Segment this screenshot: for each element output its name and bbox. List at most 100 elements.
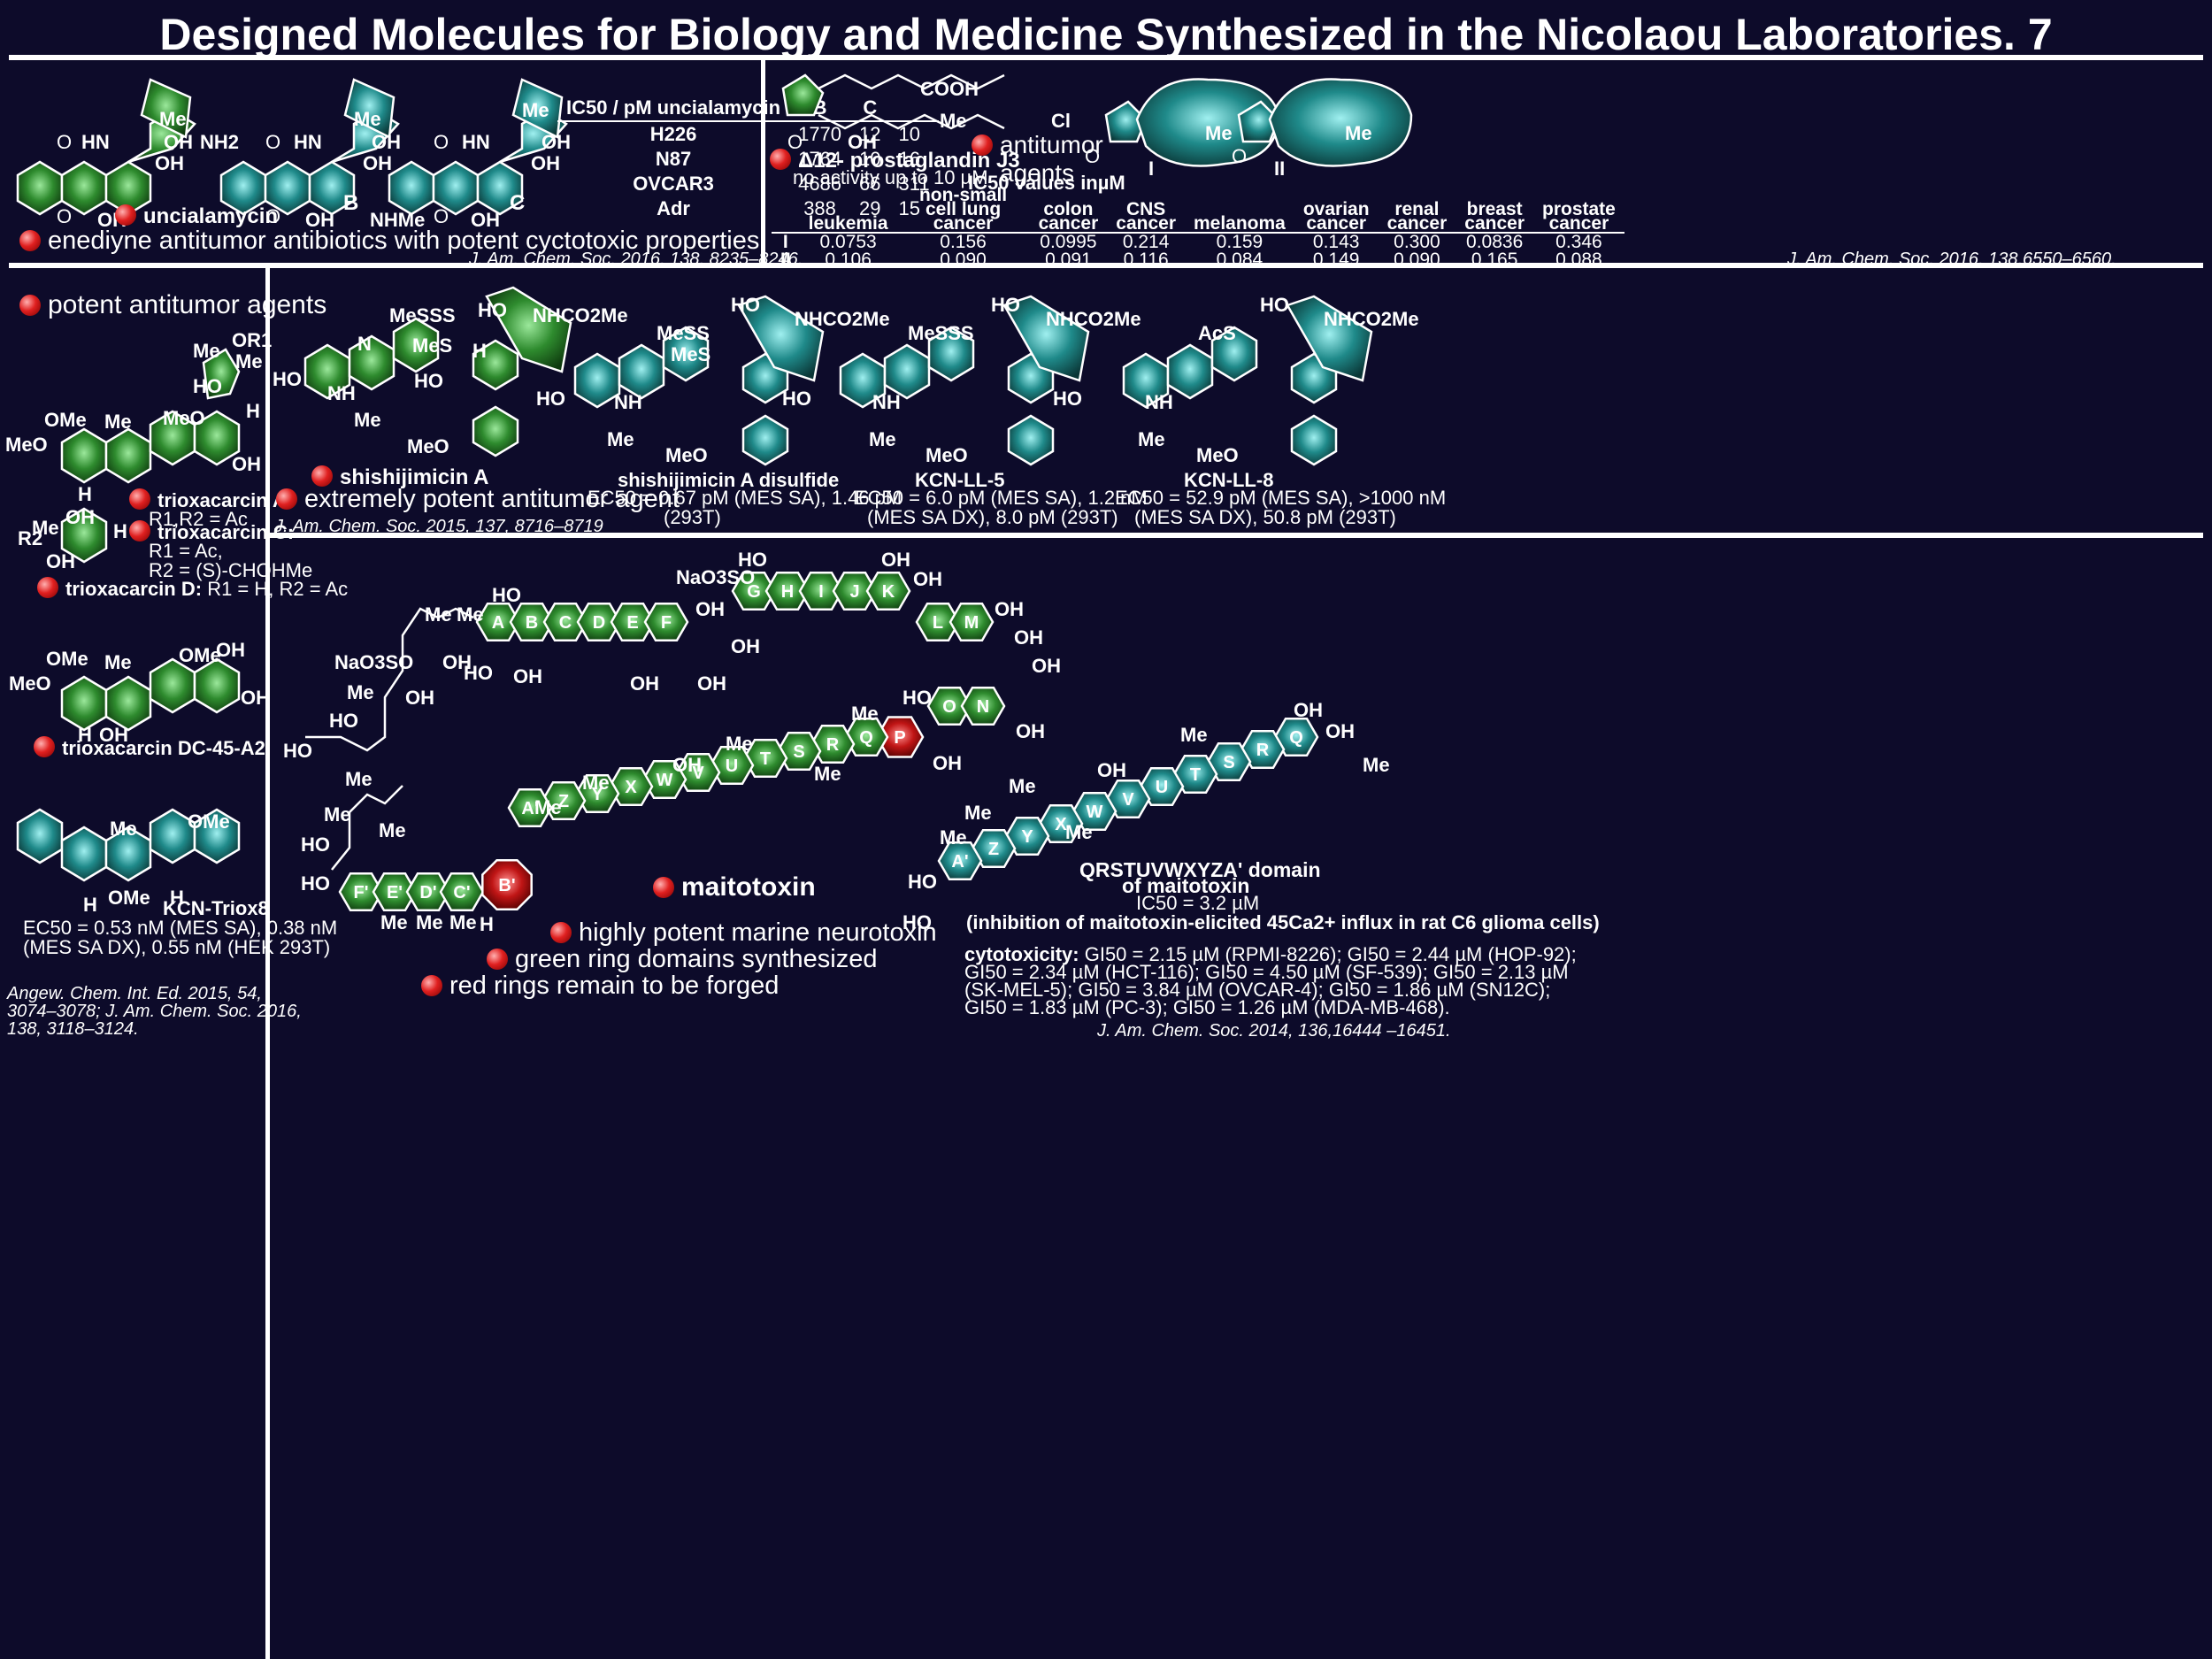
- atom-hn-1: HN: [81, 131, 110, 153]
- table-header: non-small cell lung cancer: [918, 185, 1008, 234]
- panel4-reference: J. Am. Chem. Soc. 2015, 137, 8716–8719: [274, 517, 603, 536]
- ring-group-mid: [507, 717, 889, 828]
- atom-oh-m10: OH: [995, 598, 1024, 620]
- ring-label: A': [521, 799, 538, 818]
- atom-me-t5: Me: [104, 651, 132, 673]
- atom-me-m4: Me: [347, 681, 374, 703]
- bullet-icon: [19, 295, 41, 316]
- atom-nhco2me-3: NHCO2Me: [1046, 308, 1141, 330]
- divider-horizontal-upper: [9, 263, 2203, 268]
- ring-A: [475, 602, 521, 642]
- cell: 388: [803, 197, 836, 219]
- ring-label: F': [354, 883, 369, 902]
- atom-me-m6: Me: [379, 819, 406, 841]
- kcn8-name: KCN-LL-8: [1184, 469, 1274, 491]
- atom-ome-t5: OMe: [108, 887, 150, 909]
- atom-me-m9: Me: [449, 911, 477, 933]
- cell: 0.300: [1394, 232, 1440, 252]
- cell: 0.214: [1122, 232, 1170, 252]
- trioxacarcin-d-r: R1 = H, R2 = Ac: [207, 578, 349, 600]
- cell: 66: [859, 173, 881, 195]
- ring-label: Z: [988, 840, 999, 859]
- atom-acs: AcS: [1198, 322, 1236, 344]
- cell: N87: [655, 148, 692, 170]
- atom-nh-4: NH: [1145, 391, 1173, 413]
- atom-oh-r3: OH: [1097, 759, 1126, 781]
- atom-ho-m8: HO: [301, 872, 330, 895]
- atom-oh-9: OH: [471, 209, 500, 231]
- atom-me-p1: Me: [940, 110, 967, 132]
- atom-ho-m5: HO: [738, 549, 767, 571]
- table-header: melanoma: [1193, 213, 1286, 234]
- maitotoxin-label: maitotoxin: [681, 872, 816, 902]
- cell: 15: [898, 197, 920, 219]
- atom-ome-t3: OMe: [179, 644, 221, 666]
- cell: 0.0836: [1466, 232, 1524, 252]
- triox8-ec50-1: EC50 = 0.53 nM (MES SA), 0.38 nM: [23, 917, 338, 939]
- atom-me-s4: Me: [1138, 428, 1165, 450]
- atom-ho-r1: HO: [908, 871, 937, 893]
- panel5-bullet-2-text: green ring domains synthesized: [515, 945, 878, 973]
- bullet-icon: [115, 204, 136, 226]
- trioxacarcin-d-label: trioxacarcin D:: [65, 578, 203, 600]
- trioxacarcin-a-label: trioxacarcin A:: [157, 489, 294, 511]
- ring-label: V: [692, 764, 704, 783]
- atom-ho-s1: HO: [478, 299, 507, 321]
- table-header: IC50 / pM uncialamycin: [566, 96, 781, 119]
- ring-label: S: [1223, 753, 1234, 772]
- table-header: CNS cancer: [1116, 199, 1176, 234]
- atom-o-5: O: [434, 131, 449, 153]
- cell: 0.091: [1045, 250, 1092, 270]
- atom-meo-t3: MeO: [9, 672, 51, 695]
- bullet-icon: [311, 465, 333, 487]
- ring-label: D: [593, 613, 605, 633]
- atom-ho-s6: HO: [991, 294, 1020, 316]
- atom-nh-2: NH: [614, 391, 642, 413]
- ring-group-on: [926, 686, 1006, 726]
- title-underline: [9, 55, 2203, 60]
- atom-o-6: O: [434, 205, 449, 227]
- atom-nh2: NH2: [200, 131, 240, 153]
- atom-ome-t4: OMe: [188, 810, 230, 833]
- disulfide-name: shishijimicin A disulfide: [618, 469, 840, 491]
- atom-oh-m12: OH: [1032, 655, 1061, 677]
- atom-me-t6: Me: [110, 818, 137, 840]
- atom-oh-m8: OH: [881, 549, 910, 571]
- atom-ho-s3: HO: [414, 370, 443, 392]
- atom-meo-t1: MeO: [5, 434, 48, 456]
- atom-me-2: Me: [354, 108, 381, 130]
- cell: OVCAR3: [633, 173, 714, 195]
- cell: H226: [649, 123, 697, 145]
- cell: 10: [859, 148, 881, 170]
- trioxacarcin-a-name: trioxacarcin A:: [129, 488, 293, 512]
- ring-D: [576, 602, 622, 642]
- atom-me-m11: Me: [582, 772, 610, 794]
- atom-me-s2: Me: [607, 428, 634, 450]
- ring-label: X: [1055, 815, 1067, 834]
- atom-me-r6: Me: [1065, 821, 1093, 843]
- atom-cl: Cl: [1051, 110, 1071, 132]
- atom-me-s1: Me: [354, 409, 381, 431]
- ring-Cprime: [439, 872, 485, 912]
- trioxacarcin-c-r1: R1 = Ac,: [149, 540, 223, 562]
- atom-oh-m1: OH: [442, 651, 472, 673]
- atom-oh-m2: OH: [405, 687, 434, 709]
- trioxacarcin-c-name: trioxacarcin C:: [129, 520, 294, 544]
- atom-h-t1: H: [246, 400, 260, 422]
- ring-M: [949, 602, 995, 642]
- cell: 311: [898, 173, 930, 195]
- atom-oh-1: OH: [164, 131, 193, 153]
- cell: 0.0753: [819, 232, 877, 252]
- ring-label: H: [781, 582, 794, 602]
- atom-h-t6: H: [170, 887, 184, 909]
- panel4-bullet-text: extremely potent antitumor agent: [304, 485, 680, 513]
- ring-Bprime: [481, 859, 533, 910]
- cell: 0.106: [825, 250, 872, 270]
- atom-me-m7: Me: [380, 911, 408, 933]
- ring-L: [915, 602, 961, 642]
- cell: 0.149: [1312, 250, 1360, 270]
- panel5-bullet-1: highly potent marine neurotoxin: [550, 918, 937, 948]
